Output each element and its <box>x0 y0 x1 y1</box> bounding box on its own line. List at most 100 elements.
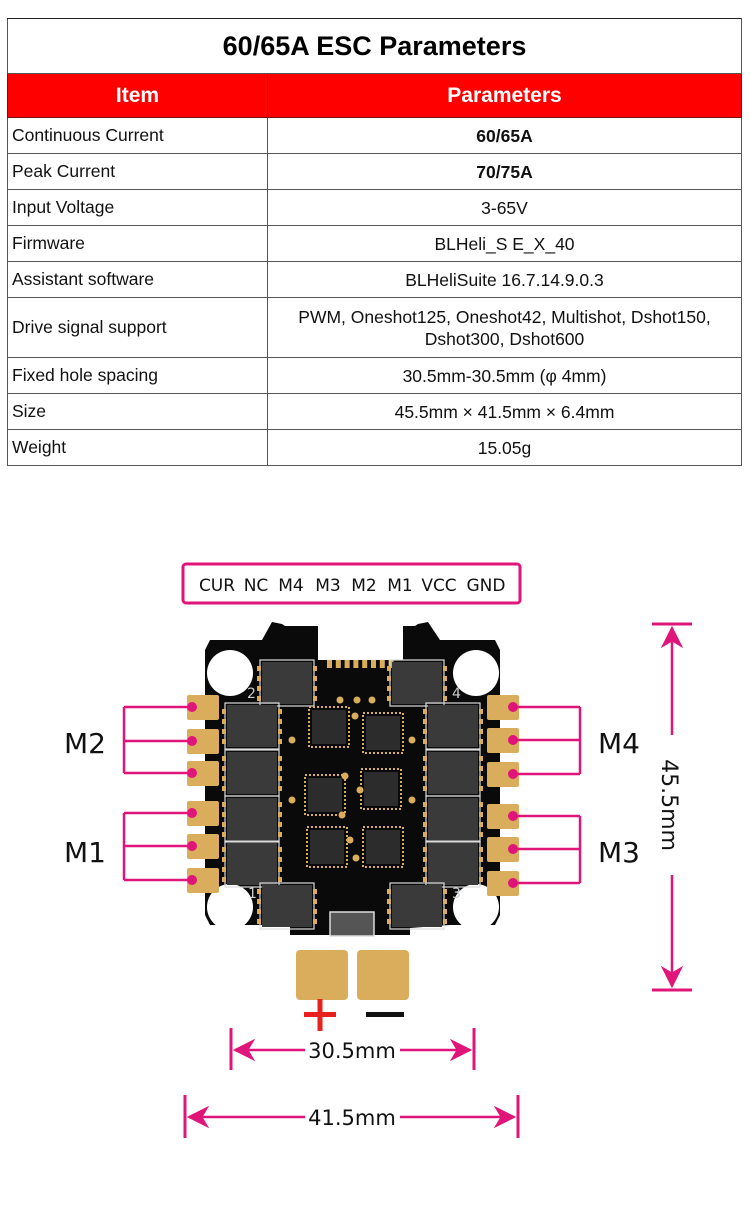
mosfet-lead <box>479 786 483 791</box>
mosfet-chip <box>227 798 277 840</box>
table-row: Firmware BLHeli_S E_X_40 <box>7 225 742 262</box>
mosfet-lead <box>387 899 391 904</box>
pin-legend-box <box>181 562 522 605</box>
mosfet-lead <box>423 802 427 807</box>
connector-pad <box>388 660 394 668</box>
pin-label: GND <box>467 576 506 596</box>
motor-label-m2: M2 <box>64 727 106 760</box>
motor-pad-right <box>487 804 519 829</box>
mosfet-chip <box>262 662 312 704</box>
mosfet-number: 2 <box>247 686 256 702</box>
mosfet-lead <box>443 889 447 894</box>
mosfet-outline <box>224 702 280 750</box>
header-parameters: Parameters <box>267 73 742 118</box>
table-row: Input Voltage 3-65V <box>7 189 742 226</box>
power-label-plus: + <box>0 540 9 544</box>
motor-label-m1: M1 <box>64 836 106 869</box>
pin-label: NC <box>244 576 269 596</box>
mosfet-lead <box>479 877 483 882</box>
mosfet-lead <box>423 776 427 781</box>
motor-pad-right <box>487 728 519 753</box>
table-row: Assistant software BLHeliSuite 16.7.14.9… <box>7 261 742 298</box>
pin-label: M2 <box>351 576 376 596</box>
smd-component <box>346 836 354 844</box>
connector-cutout <box>318 622 403 660</box>
mosfet-lead <box>278 857 282 862</box>
mosfet-lead <box>479 776 483 781</box>
table-row: Peak Current 70/75A <box>7 153 742 190</box>
mosfet-lead <box>479 822 483 827</box>
mosfet-lead <box>278 766 282 771</box>
smd-component <box>408 736 416 744</box>
mosfet-lead <box>387 919 391 924</box>
table-row: Size 45.5mm × 41.5mm × 6.4mm <box>7 393 742 430</box>
motor-pad-right <box>487 871 519 896</box>
mosfet-lead <box>423 729 427 734</box>
mosfet-lead <box>222 776 226 781</box>
row-item: Fixed hole spacing <box>7 357 268 394</box>
ic-lead-ring <box>308 706 350 748</box>
mosfet-chip <box>392 885 442 927</box>
mosfet-lead <box>423 857 427 862</box>
pin-label: VCC <box>421 576 456 596</box>
smd-component <box>336 696 344 704</box>
mosfet-lead <box>278 877 282 882</box>
ic-lead-ring <box>306 826 348 868</box>
mosfet-outline <box>425 702 481 750</box>
motor-pad-left <box>187 868 219 893</box>
ic-chip <box>310 830 344 864</box>
mosfet-lead <box>479 709 483 714</box>
mosfet-lead <box>423 867 427 872</box>
mosfet-lead <box>479 766 483 771</box>
power-label-minus: − <box>0 540 9 544</box>
motor-pad-left <box>187 834 219 859</box>
mosfet-lead <box>222 857 226 862</box>
mosfet-lead <box>423 709 427 714</box>
row-value: 30.5mm-30.5mm (φ 4mm) <box>267 357 742 394</box>
mosfet-lead <box>222 739 226 744</box>
mosfet-outline <box>425 840 481 888</box>
motor-label-m3: M3 <box>598 836 640 869</box>
smd-component <box>288 796 296 804</box>
mosfet-lead <box>423 812 427 817</box>
ic-lead-ring <box>362 712 404 754</box>
plus-symbol-v <box>317 999 323 1031</box>
mount-hole <box>453 884 499 930</box>
mosfet-lead <box>278 739 282 744</box>
mosfet-lead <box>222 867 226 872</box>
smd-component <box>288 736 296 744</box>
mosfet-lead <box>313 889 317 894</box>
motor-pad-right <box>487 837 519 862</box>
table-row: Continuous Current 60/65A <box>7 117 742 154</box>
mosfet-lead <box>257 676 261 681</box>
connector-pad <box>353 660 359 668</box>
height-dimension-label: 45.5mm <box>656 759 681 851</box>
mosfet-lead <box>443 919 447 924</box>
mosfet-number: 4 <box>452 686 461 702</box>
mosfet-lead <box>443 666 447 671</box>
table-row: Drive signal support PWM, Oneshot125, On… <box>7 297 742 358</box>
mosfet-outline <box>389 659 445 707</box>
mosfet-lead <box>222 786 226 791</box>
mosfet-lead <box>387 909 391 914</box>
board-minus-mark <box>383 939 401 943</box>
mosfet-lead <box>479 729 483 734</box>
mosfet-lead <box>278 867 282 872</box>
mosfet-lead <box>278 802 282 807</box>
mosfet-number: 3 <box>452 886 461 902</box>
ic-chip <box>366 716 400 750</box>
mosfet-lead <box>479 857 483 862</box>
width-label: 41.5mm <box>308 1106 396 1130</box>
diode-component <box>329 911 375 937</box>
mosfet-lead <box>222 822 226 827</box>
mosfet-lead <box>278 822 282 827</box>
esc-parameters-table: 60/65A ESC Parameters Item Parameters Co… <box>7 18 742 466</box>
mosfet-lead <box>313 919 317 924</box>
mosfet-lead <box>278 776 282 781</box>
mosfet-number: 1 <box>248 886 257 902</box>
mosfet-lead <box>423 847 427 852</box>
connector-pad <box>371 660 376 668</box>
